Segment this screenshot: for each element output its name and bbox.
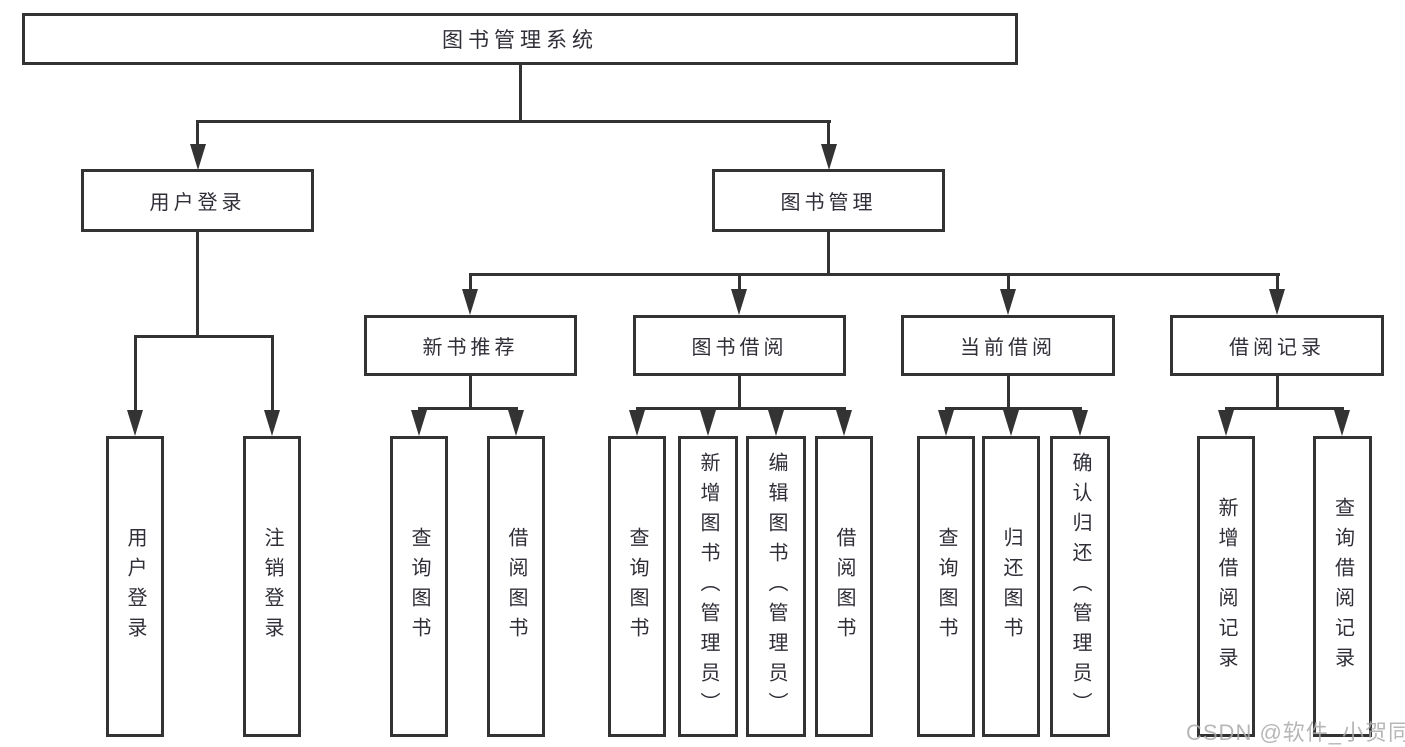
arrowhead-new-book bbox=[462, 289, 478, 315]
arrowhead-login-leaf bbox=[127, 410, 143, 436]
connector-arrow-line-login-leaf bbox=[134, 335, 137, 412]
leaf-query-books-borrow: 查询图书 bbox=[608, 436, 666, 737]
arrowhead-logout-leaf bbox=[264, 410, 280, 436]
leaf-edit-books-admin: 编辑图书（管理员） bbox=[746, 436, 806, 737]
connector-current-borrow-stem bbox=[1007, 376, 1010, 410]
leaf-query-borrow-record: 查询借阅记录 bbox=[1313, 436, 1372, 737]
arrowhead-book-management bbox=[821, 144, 837, 170]
leaf-confirm-return-admin: 确认归还（管理员） bbox=[1050, 436, 1110, 737]
arrowhead-leaf bbox=[1334, 410, 1350, 436]
leaf-logout: 注销登录 bbox=[243, 436, 301, 737]
arrowhead-book-borrow bbox=[731, 289, 747, 315]
connector-arrow-line-borrow-records bbox=[1276, 273, 1279, 291]
leaf-add-borrow-record: 新增借阅记录 bbox=[1197, 436, 1255, 737]
connector-arrow-line-book-borrow bbox=[738, 273, 741, 291]
connector-book-borrow-branch bbox=[636, 407, 846, 410]
node-user-login: 用户登录 bbox=[81, 169, 314, 232]
connector-book-management-stem bbox=[827, 232, 830, 275]
arrowhead-borrow-records bbox=[1269, 289, 1285, 315]
node-borrow-records: 借阅记录 bbox=[1170, 315, 1384, 376]
connector-root-branch bbox=[196, 120, 831, 123]
arrowhead-leaf bbox=[629, 410, 645, 436]
connector-arrow-line-book-management bbox=[827, 120, 830, 146]
arrowhead-leaf bbox=[1072, 410, 1088, 436]
connector-borrow-records-branch bbox=[1225, 407, 1344, 410]
leaf-return-books: 归还图书 bbox=[982, 436, 1040, 737]
connector-arrow-line-logout-leaf bbox=[271, 335, 274, 412]
connector-borrow-records-stem bbox=[1276, 376, 1279, 410]
connector-root-stem bbox=[519, 65, 522, 123]
csdn-watermark: CSDN @软件_小贺同学 bbox=[1186, 720, 1405, 745]
arrowhead-leaf bbox=[508, 410, 524, 436]
arrowhead-leaf bbox=[938, 410, 954, 436]
node-book-management: 图书管理 bbox=[712, 169, 945, 232]
connector-new-book-branch bbox=[418, 407, 518, 410]
leaf-borrow-books: 借阅图书 bbox=[815, 436, 873, 737]
connector-arrow-line-user-login bbox=[196, 120, 199, 146]
arrowhead-leaf bbox=[836, 410, 852, 436]
arrowhead-leaf bbox=[1218, 410, 1234, 436]
connector-user-login-stem bbox=[196, 232, 199, 337]
arrowhead-current-borrow bbox=[1000, 289, 1016, 315]
leaf-add-books-admin: 新增图书（管理员） bbox=[678, 436, 738, 737]
node-root: 图书管理系统 bbox=[22, 13, 1018, 65]
arrowhead-leaf bbox=[768, 410, 784, 436]
leaf-query-books-current: 查询图书 bbox=[917, 436, 975, 737]
arrowhead-leaf bbox=[411, 410, 427, 436]
node-new-book-recommend: 新书推荐 bbox=[364, 315, 577, 376]
connector-book-borrow-stem bbox=[738, 376, 741, 410]
arrowhead-user-login bbox=[190, 144, 206, 170]
connector-user-login-branch bbox=[134, 335, 274, 338]
connector-book-management-branch bbox=[469, 273, 1280, 276]
node-book-borrow: 图书借阅 bbox=[633, 315, 846, 376]
node-current-borrow: 当前借阅 bbox=[901, 315, 1115, 376]
leaf-query-books-recommend: 查询图书 bbox=[390, 436, 448, 737]
connector-arrow-line-new-book bbox=[469, 273, 472, 291]
connector-arrow-line-current-borrow bbox=[1007, 273, 1010, 291]
connector-new-book-stem bbox=[469, 376, 472, 410]
leaf-user-login: 用户登录 bbox=[106, 436, 164, 737]
arrowhead-leaf bbox=[700, 410, 716, 436]
leaf-borrow-books-recommend: 借阅图书 bbox=[487, 436, 545, 737]
arrowhead-leaf bbox=[1003, 410, 1019, 436]
connector-current-borrow-branch bbox=[945, 407, 1082, 410]
